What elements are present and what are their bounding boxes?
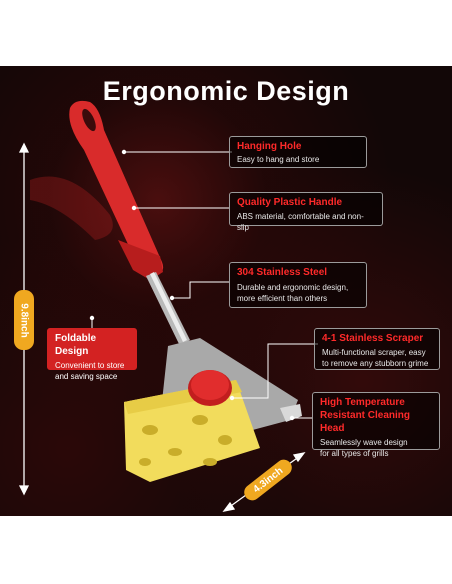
callout-heading: 304 Stainless Steel	[237, 267, 328, 278]
callout-desc-line-1: Seamlessly wave design	[320, 438, 408, 447]
red-cap	[191, 370, 229, 400]
callout-heading: 4-1 Stainless Scraper	[322, 333, 424, 344]
motion-ghost	[30, 176, 113, 240]
callout-stainless-steel: 304 Stainless Steel Durable and ergonomi…	[229, 262, 367, 308]
callout-heading-line-2: Resistant Cleaning Head	[320, 410, 411, 434]
callout-heading: Quality Plastic Handle	[237, 197, 343, 208]
handle	[69, 100, 164, 278]
handle-collar	[118, 240, 163, 280]
callout-desc-line-2: for all types of grills	[320, 449, 389, 458]
callout-heading: Foldable Design	[55, 333, 97, 357]
leader-dots	[89, 149, 295, 421]
callout-cleaning-head: High Temperature Resistant Cleaning Head…	[312, 392, 440, 458]
callout-desc: Easy to hang and store	[237, 155, 320, 164]
steel-shaft-highlight	[150, 272, 187, 342]
callout-desc: ABS material, comfortable and non-slip	[237, 212, 364, 232]
callout-desc-line-1: Multi-functional scraper, easy	[322, 348, 426, 357]
callout-plastic-handle: Quality Plastic Handle ABS material, com…	[229, 192, 383, 232]
callout-desc-line-2: more efficient than others	[237, 294, 328, 303]
hanging-hole	[82, 108, 96, 132]
product-panel	[0, 66, 452, 516]
callout-heading-line-1: High Temperature	[320, 397, 405, 408]
callout-scraper: 4-1 Stainless Scraper Multi-functional s…	[314, 328, 440, 370]
length-label: 9.8inch	[14, 290, 34, 350]
callout-desc-line-1: Convenient to store	[55, 361, 125, 370]
callout-foldable: Foldable Design Convenient to store and …	[47, 328, 137, 381]
leader-lines	[91, 151, 318, 419]
callout-desc-line-2: to remove any stubborn grime	[322, 359, 429, 368]
callout-hanging-hole: Hanging Hole Easy to hang and store	[229, 136, 367, 168]
sponge-texture	[139, 415, 232, 466]
page-title: Ergonomic Design	[102, 76, 350, 106]
length-label-text: 9.8inch	[18, 302, 30, 338]
callout-desc-line-2: and saving space	[55, 372, 118, 381]
callout-desc-line-1: Durable and ergonomic design,	[237, 283, 349, 292]
callout-heading: Hanging Hole	[237, 141, 302, 152]
